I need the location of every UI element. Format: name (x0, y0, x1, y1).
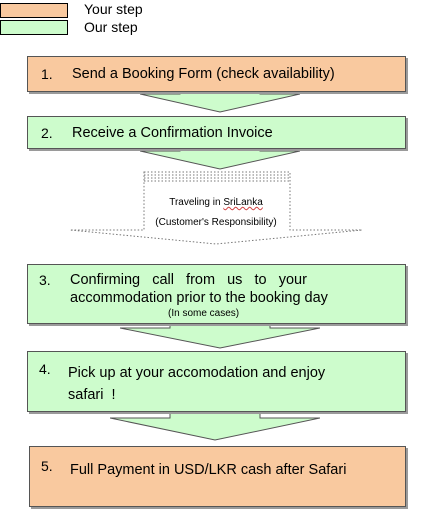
legend-swatch-our-step (0, 20, 68, 35)
travel-note-line2: (Customer's Responsibility) (155, 217, 277, 228)
step-1-box: 1. Send a Booking Form (check availabili… (27, 56, 406, 92)
travel-arrow (69, 171, 363, 245)
legend-swatch-your-step (0, 3, 68, 18)
step-1-text: Send a Booking Form (check availability) (72, 66, 335, 82)
step-3-note: (In some cases) (168, 308, 240, 319)
legend-label-your-step: Your step (84, 1, 143, 17)
step-4-line1: Pick up at your accomodation and enjoy (68, 365, 326, 381)
step-5-text: Full Payment in USD/LKR cash after Safar… (70, 462, 347, 478)
arrow-1-to-2 (140, 90, 300, 113)
step-4-line2: safari ! (68, 387, 116, 403)
step-3-line1: Confirming call from us to your (70, 272, 307, 288)
travel-note-word: SriLanka (223, 197, 263, 208)
arrow-3-to-4 (120, 322, 320, 349)
legend-label-our-step: Our step (84, 19, 138, 35)
step-4-number: 4. (39, 361, 51, 377)
step-3-line2: accommodation prior to the booking day (70, 290, 328, 306)
step-3-number: 3. (39, 272, 51, 288)
travel-note-line1: Traveling in SriLanka (169, 197, 263, 208)
step-5-box: 5. Full Payment in USD/LKR cash after Sa… (29, 446, 406, 507)
step-4-box: 4. Pick up at your accomodation and enjo… (27, 351, 406, 412)
step-2-box: 2. Receive a Confirmation Invoice (27, 116, 406, 149)
arrow-4-to-5 (110, 410, 320, 441)
step-5-number: 5. (41, 458, 53, 474)
step-1-number: 1. (41, 66, 53, 82)
step-2-text: Receive a Confirmation Invoice (72, 125, 273, 141)
arrow-2-to-travel (140, 147, 300, 170)
step-3-box: 3. Confirming call from us to your accom… (27, 264, 406, 324)
step-2-number: 2. (41, 125, 53, 141)
